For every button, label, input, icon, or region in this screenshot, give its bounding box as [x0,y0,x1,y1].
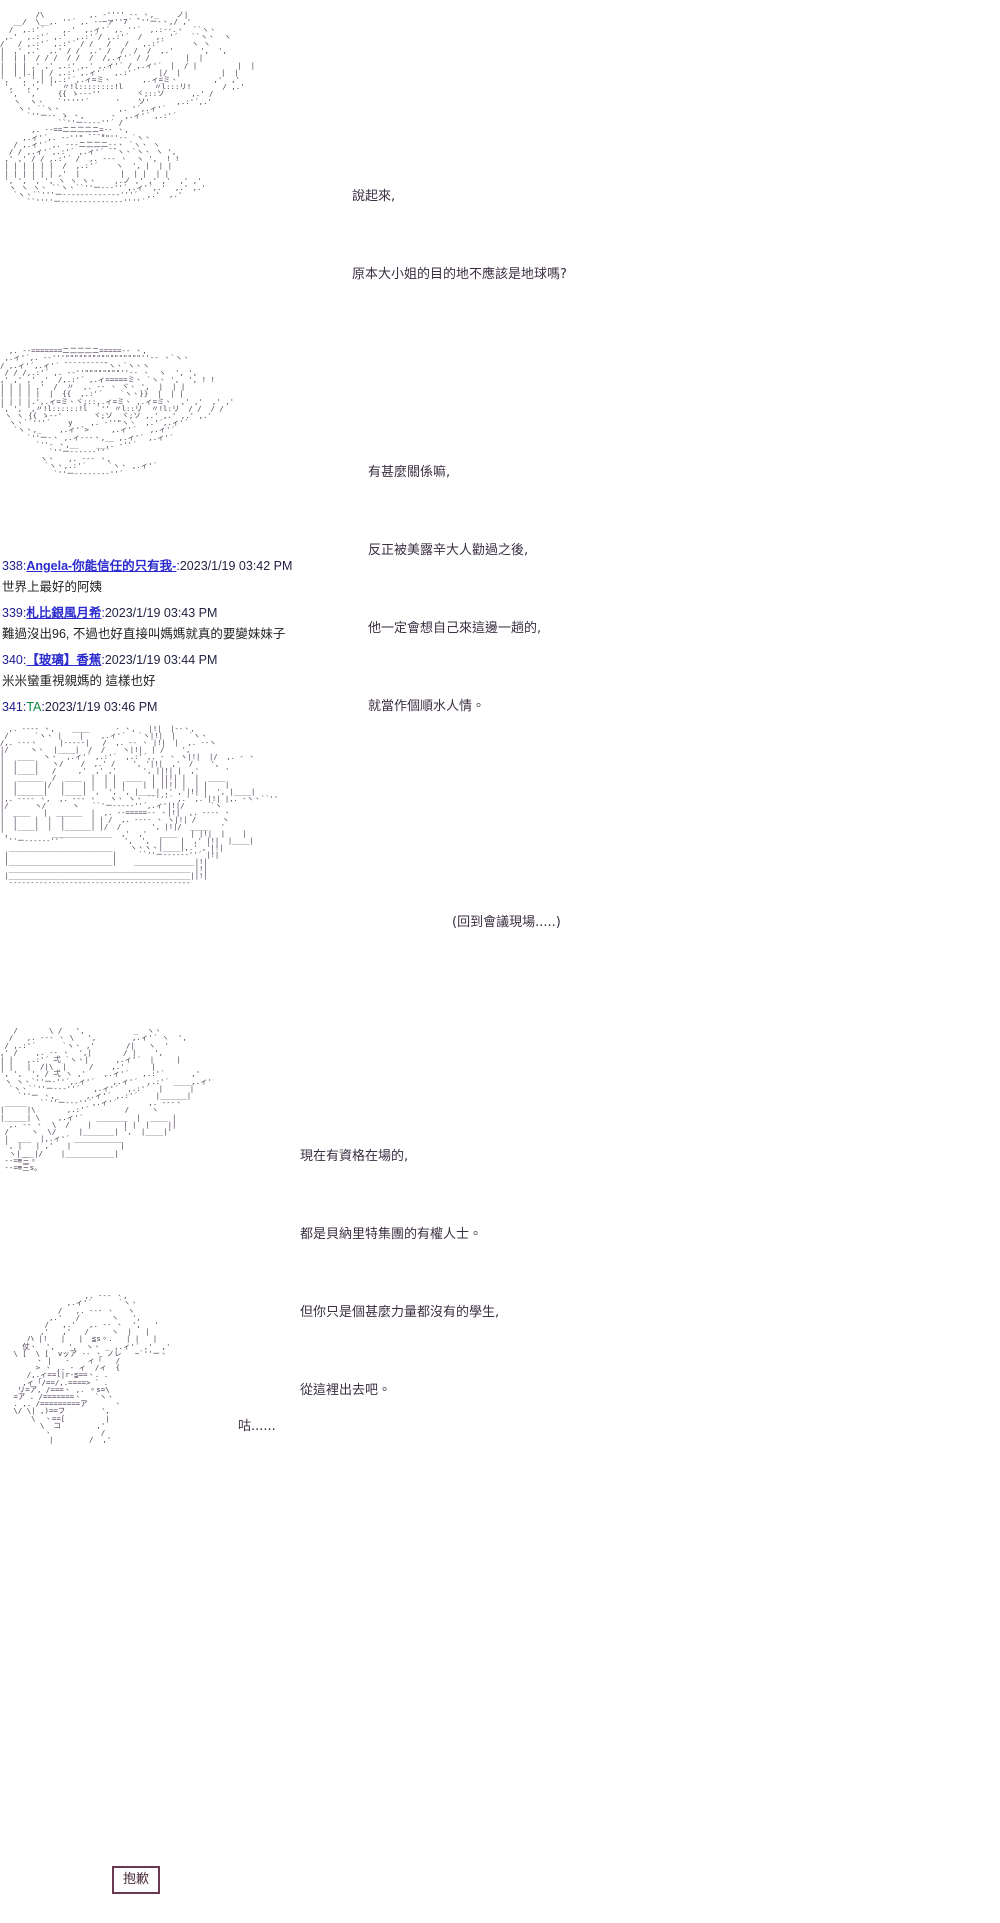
post-author-link[interactable]: 【玻璃】香蕉 [26,653,102,667]
post-separator: : [101,653,105,667]
post-number: 338 [2,559,23,573]
post-body: 難過沒出96, 不過也好直接叫媽媽就真的要變妹妹子 [2,627,286,641]
post-separator: : [41,700,45,714]
ascii-art-panel-bottom-character: ,. -‐- 、, ,.ィ'´ `ヽ、 / ,. -‐- 、 ヽ ,.' / ヽ… [0,1285,170,1443]
dialogue-line: 但你只是個甚麼力量都沒有的學生, [300,1305,500,1320]
post-author-name: TA [26,700,42,714]
apology-button[interactable]: 抱歉 [112,1866,161,1894]
dialogue-block-5: 咕...... [238,1362,276,1466]
dialogue-line: 現在有資格在場的, [300,1149,409,1164]
dialogue-line: 他一定會想自己來這邊一趟的, [368,621,542,636]
ascii-art-panel-conference: ,. -‐‐- 、, ____ ‐ 、, |!| |‐-、, / `ヽ、 | |… [0,718,278,886]
post-body: 米米蠻重視親媽的 這樣也好 [2,674,156,688]
post-timestamp: 2023/1/19 03:43 PM [104,606,218,620]
dialogue-line: 都是貝納里特集團的有權人士。 [300,1227,483,1242]
post-separator: : [22,653,27,667]
post-header: 341:TA:2023/1/19 03:46 PM [2,699,782,716]
post-separator: : [22,700,27,714]
post-separator: : [101,606,105,620]
post-body: 世界上最好的阿姨 [2,580,103,594]
ascii-art-student-text: / \ / ', _ ヽ、 / ,. -‐- 、 \ ', ,.ィ'´ ヽ ',… [0,1026,212,1173]
dialogue-block-3: (回到會議現場.....) [452,858,561,962]
post-timestamp: 2023/1/19 03:46 PM [44,700,158,714]
dialogue-line: (回到會議現場.....) [452,915,561,930]
post-number: 340 [2,653,23,667]
dialogue-line: 就當作個順水人情。 [368,699,486,714]
post-timestamp: 2023/1/19 03:44 PM [104,653,218,667]
dialogue-line: 原本大小姐的目的地不應該是地球嗎? [352,267,567,282]
ascii-art-top-text: /\ ,. ‐'''' ‐- 、,_ ノ| __/ \__,. ''´ ,. -… [0,10,256,207]
dialogue-line: 說起來, [352,189,396,204]
post-author-link[interactable]: 札比銀風月希 [26,606,102,620]
post-header: 339:札比銀風月希:2023/1/19 03:43 PM [2,605,782,622]
post-number: 341 [2,700,23,714]
post-header: 340:【玻璃】香蕉:2023/1/19 03:44 PM [2,652,782,669]
dialogue-line: 反正被美露辛大人勸過之後, [368,543,529,558]
ascii-art-conference-text: ,. -‐‐- 、, ____ ‐ 、, |!| |‐-、, / `ヽ、 | |… [0,724,279,887]
ascii-art-bottom-character-text: ,. -‐- 、, ,.ィ'´ `ヽ、 / ,. -‐- 、 ヽ ,.' / ヽ… [13,1291,171,1445]
post-separator: : [176,559,180,573]
ascii-art-panel-student: / \ / ', _ ヽ、 / ,. -‐- 、 \ ', ,.ィ'´ ヽ ',… [0,1020,212,1171]
ascii-art-panel-second: ,. -‐=======ニ二二二ニ=====‐- 、, ,.ィ'´,. -‐''… [0,340,234,477]
post-author-link[interactable]: Angela-你能信任的只有我- [26,559,177,573]
post-header: 338:Angela-你能信任的只有我-:2023/1/19 03:42 PM [2,558,782,575]
post-timestamp: 2023/1/19 03:42 PM [179,559,293,573]
dialogue-block-2: 有甚麼關係嘛, 反正被美露辛大人勸過之後, 他一定會想自己來這邊一趟的, 就當作… [368,408,541,746]
dialogue-block-4: 現在有資格在場的, 都是貝納里特集團的有權人士。 但你只是個甚麼力量都沒有的學生… [300,1092,499,1430]
dialogue-line: 從這裡出去吧。 [300,1383,392,1398]
dialogue-block-1: 說起來, 原本大小姐的目的地不應該是地球嗎? [352,132,567,314]
dialogue-line: 有甚麼關係嘛, [368,465,451,480]
ascii-art-second-text: ,. -‐=======ニ二二二ニ=====‐- 、, ,.ィ'´,. -‐''… [0,346,235,478]
post-list: 338:Angela-你能信任的只有我-:2023/1/19 03:42 PM … [2,558,782,716]
post-separator: : [22,559,27,573]
post-separator: : [22,606,27,620]
ascii-art-panel-top: /\ ,. ‐'''' ‐- 、,_ ノ| __/ \__,. ''´ ,. -… [0,4,255,206]
post-number: 339 [2,606,23,620]
dialogue-line: 咕...... [238,1419,276,1434]
